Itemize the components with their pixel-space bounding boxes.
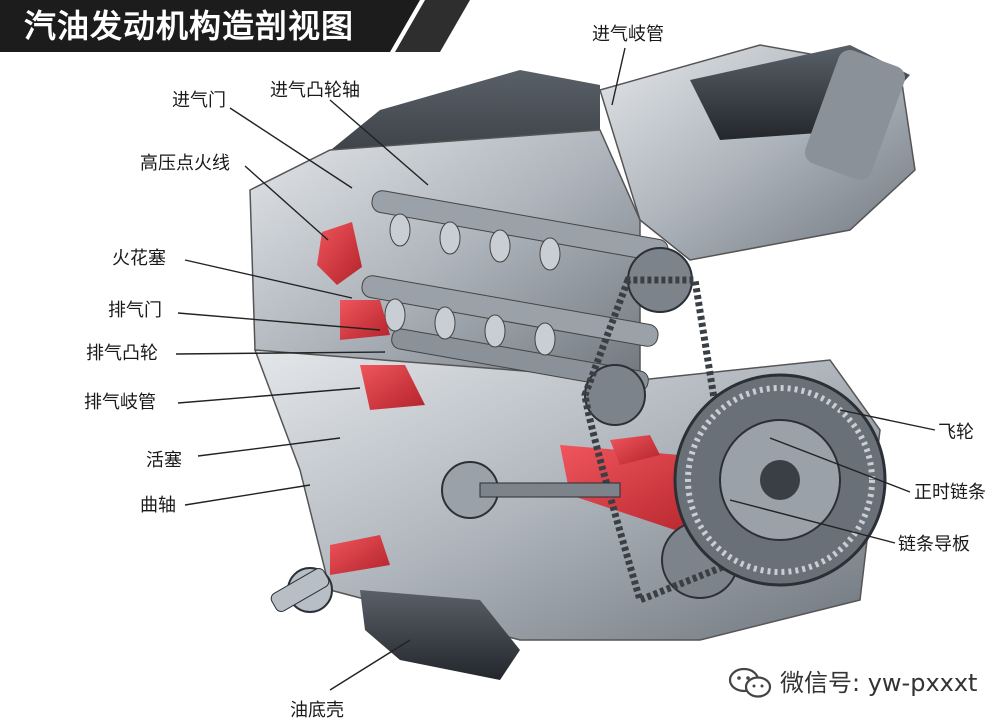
watermark: 微信号: yw-pxxxt [728, 664, 998, 704]
label-intake-camshaft: 进气凸轮轴 [270, 80, 360, 101]
camshafts [361, 190, 669, 392]
label-timing-chain: 正时链条 [914, 482, 986, 503]
label-intake-valve: 进气门 [172, 90, 226, 111]
watermark-text: 微信号: yw-pxxxt [780, 669, 978, 697]
label-oil-pan: 油底壳 [290, 700, 344, 721]
crank-pulley [270, 461, 621, 613]
wechat-icon [728, 667, 772, 698]
title-banner [0, 0, 470, 52]
label-flywheel: 飞轮 [938, 422, 974, 443]
label-piston: 活塞 [146, 450, 182, 471]
label-crankshaft: 曲轴 [140, 495, 176, 516]
diagram-title: 汽油发动机构造剖视图 [24, 7, 355, 45]
label-exhaust-cam: 排气凸轮 [86, 343, 158, 364]
label-exhaust-manifold: 排气岐管 [84, 392, 156, 413]
flywheel-shape [673, 373, 887, 587]
label-intake-manifold: 进气岐管 [592, 24, 664, 45]
timing-gears [584, 247, 739, 599]
label-hv-ignition-wire: 高压点火线 [140, 153, 230, 174]
label-exhaust-valve: 排气门 [108, 300, 162, 321]
label-spark-plug: 火花塞 [112, 248, 166, 269]
label-chain-guide: 链条导板 [898, 534, 970, 555]
